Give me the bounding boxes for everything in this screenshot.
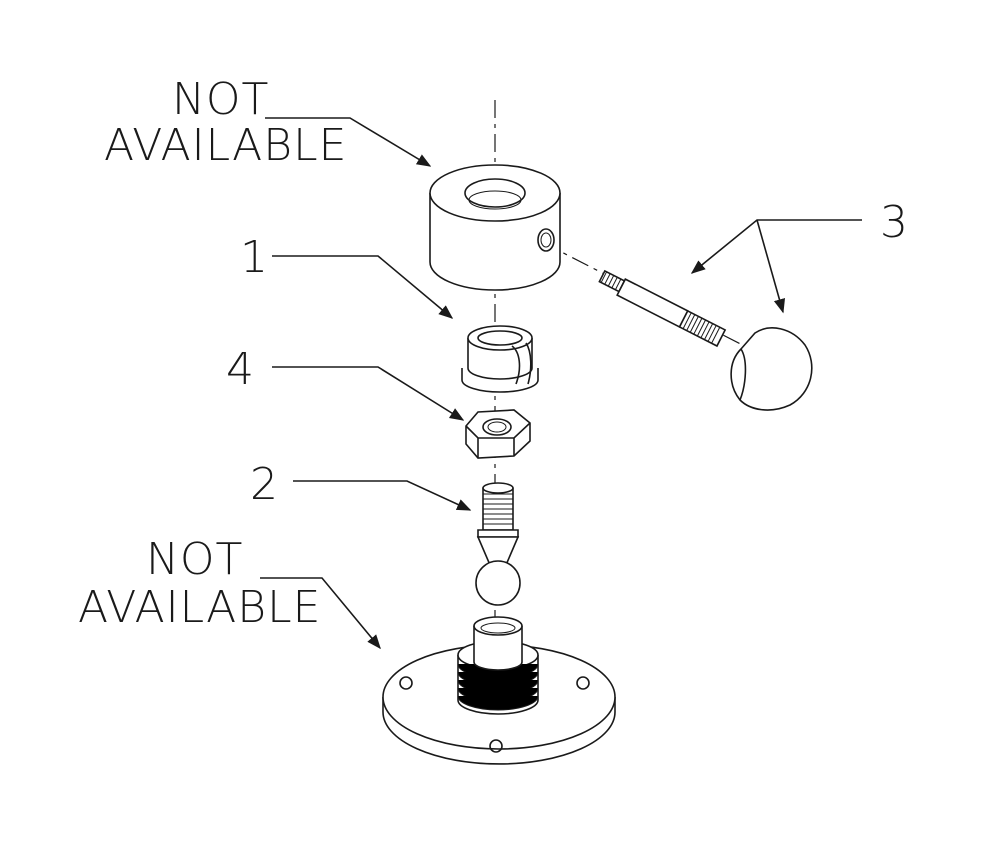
- leader-top-not-available: [265, 117, 432, 167]
- part-number-2: 2: [250, 459, 279, 510]
- top-not-available-label-line1: NOT: [172, 74, 270, 125]
- part-2-stem: [475, 482, 521, 606]
- leader-part-4: [272, 366, 465, 421]
- leader-part-1: [272, 255, 454, 319]
- part-number-3: 3: [880, 197, 909, 248]
- top-collar: [429, 164, 561, 291]
- part-4-hex-nut: [465, 409, 531, 459]
- leader-part-2: [293, 480, 472, 511]
- part-3-rod-and-knob: [598, 269, 813, 411]
- part-number-1: 1: [240, 232, 269, 283]
- top-not-available-label-line2: AVAILABLE: [104, 120, 348, 171]
- part-number-4: 4: [226, 344, 255, 395]
- bottom-not-available-label-line1: NOT: [146, 534, 244, 585]
- leader-lines: [260, 117, 862, 650]
- bottom-not-available-label-line2: AVAILABLE: [78, 582, 322, 633]
- leader-bottom-not-available: [260, 577, 381, 650]
- base-flange: [382, 616, 616, 765]
- part-1-bushing: [461, 325, 539, 393]
- leader-part-3b: [756, 219, 786, 314]
- leader-part-3a: [690, 219, 862, 274]
